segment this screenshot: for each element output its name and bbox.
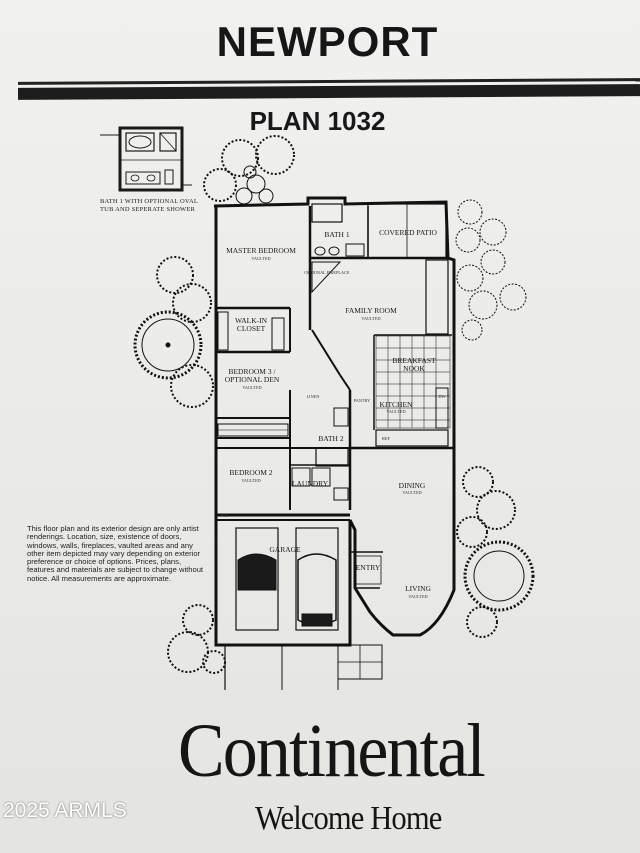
- label-ref: REF: [382, 436, 390, 441]
- mls-watermark: 2025 ARMLS: [3, 799, 127, 822]
- label-master-bedroom: MASTER BEDROOM: [226, 246, 296, 255]
- label-covered-patio: COVERED PATIO: [379, 228, 437, 237]
- label-dining: DINING: [399, 481, 426, 490]
- label-family-room: FAMILY ROOM: [345, 306, 397, 315]
- shrub-cluster-top: [203, 135, 295, 205]
- note-living: VAULTED: [408, 594, 427, 599]
- shrub-cluster-right-lower: [456, 466, 535, 638]
- label-bath1: BATH 1: [324, 230, 349, 239]
- label-dw: DW: [438, 394, 446, 399]
- label-linen: LINEN: [307, 394, 320, 399]
- label-bedroom2: BEDROOM 2: [229, 468, 272, 477]
- label-entry: ENTRY: [356, 563, 381, 572]
- brand-tagline: Welcome Home: [255, 800, 442, 837]
- brand-logo-text: Continental: [178, 709, 486, 793]
- label-living: LIVING: [405, 584, 431, 593]
- label-walk-in-closet-1: WALK-IN: [235, 316, 268, 325]
- label-kitchen: KITCHEN: [380, 400, 413, 409]
- label-optional-fireplace: OPTIONAL FIREPLACE: [304, 270, 350, 275]
- label-laundry: LAUNDRY: [292, 479, 329, 488]
- optional-bath-inset: [100, 126, 192, 192]
- nook-tile-grid: [375, 335, 451, 429]
- label-bedroom3-1: BEDROOM 3 /: [228, 367, 276, 376]
- note-bedroom2: VAULTED: [241, 478, 260, 483]
- shrub-cluster-right: [455, 199, 527, 341]
- room-labels: MASTER BEDROOM VAULTED BATH 1 COVERED PA…: [220, 228, 446, 599]
- plan-title: NEWPORT: [216, 18, 439, 65]
- note-dining: VAULTED: [402, 490, 421, 495]
- note-master-bedroom: VAULTED: [251, 256, 270, 261]
- label-garage: GARAGE: [269, 545, 301, 554]
- label-bath2: BATH 2: [318, 434, 343, 443]
- plan-number: PLAN 1032: [249, 106, 386, 136]
- label-walk-in-closet-2: CLOSET: [237, 324, 266, 333]
- label-wh: WH: [220, 513, 227, 518]
- house-walls: [213, 196, 456, 690]
- note-kitchen: VAULTED: [386, 409, 405, 414]
- shrub-cluster-left: [133, 256, 214, 408]
- note-bedroom3: VAULTED: [242, 385, 261, 390]
- label-breakfast-nook-1: BREAKFAST: [392, 356, 436, 365]
- bath-option-caption: BATH 1 WITH OPTIONAL OVAL TUB AND SEPERA…: [100, 198, 198, 213]
- label-bedroom3-2: OPTIONAL DEN: [225, 375, 280, 384]
- landscape-shrubs: [133, 135, 535, 674]
- label-breakfast-nook-2: NOOK: [403, 364, 425, 373]
- note-family-room: VAULTED: [361, 316, 380, 321]
- disclaimer-text: This floor plan and its exterior design …: [27, 524, 204, 583]
- label-pantry: PANTRY: [354, 398, 371, 403]
